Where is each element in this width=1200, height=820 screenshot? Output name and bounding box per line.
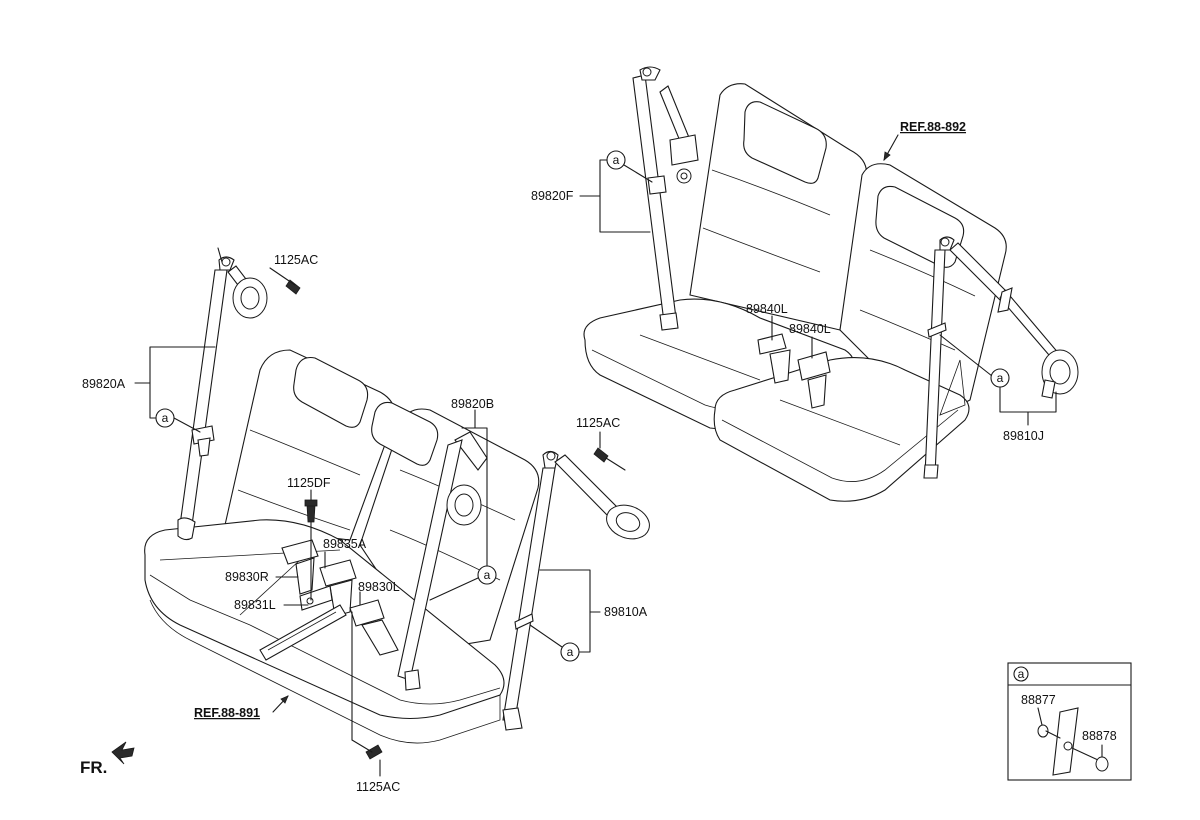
detail-callout-circle (1013, 666, 1029, 682)
buckles-89840l-illustration (757, 333, 831, 409)
label-89830r: 89830R (225, 570, 269, 584)
callout-label: a (997, 371, 1004, 385)
label-89830l: 89830L (358, 580, 400, 594)
callout-circle (477, 565, 497, 585)
label-89840l-a: 89840L (746, 302, 788, 316)
label-1125ac-top-left: 1125AC (274, 253, 318, 267)
belt-89820b-illustration (397, 431, 488, 691)
label-88878: 88878 (1082, 729, 1117, 743)
label-1125df: 1125DF (287, 476, 331, 490)
rear-buckles-illustration (259, 279, 609, 760)
leader-lines (111, 134, 1057, 777)
callout-circle (560, 642, 580, 662)
callout-markers: a a a a a (155, 150, 1010, 662)
label-1125ac-bottom: 1125AC (356, 780, 400, 794)
front-direction-label: FR. (80, 758, 107, 777)
label-89840l-b: 89840L (789, 322, 831, 336)
callout-circle (990, 368, 1010, 388)
callout-label: a (613, 153, 620, 167)
ref-88-892: REF.88-892 (900, 120, 966, 134)
belt-89810j-illustration (923, 236, 1079, 479)
detail-box-title: a (1018, 667, 1025, 681)
label-89820a: 89820A (82, 377, 126, 391)
callout-label: a (484, 568, 491, 582)
callout-circle (606, 150, 626, 170)
label-1125ac-center: 1125AC (576, 416, 620, 430)
part-labels: 89820A 1125AC 89820B 1125AC 1125DF 89835… (80, 120, 1044, 794)
label-89835a: 89835A (323, 537, 367, 551)
label-89820b: 89820B (451, 397, 494, 411)
label-89831l: 89831L (234, 598, 276, 612)
detail-box-a: a 88877 88878 (1007, 662, 1132, 781)
callout-label: a (162, 411, 169, 425)
label-89810j: 89810J (1003, 429, 1044, 443)
belt-89820f-illustration (632, 66, 699, 331)
callout-label: a (567, 645, 574, 659)
ref-88-891: REF.88-891 (194, 706, 260, 720)
belt-89810a-illustration (502, 450, 650, 731)
label-88877: 88877 (1021, 693, 1056, 707)
third-row-seat-illustration (583, 83, 1007, 502)
callout-circle (155, 408, 175, 428)
label-89820f: 89820F (531, 189, 574, 203)
label-89810a: 89810A (604, 605, 648, 619)
